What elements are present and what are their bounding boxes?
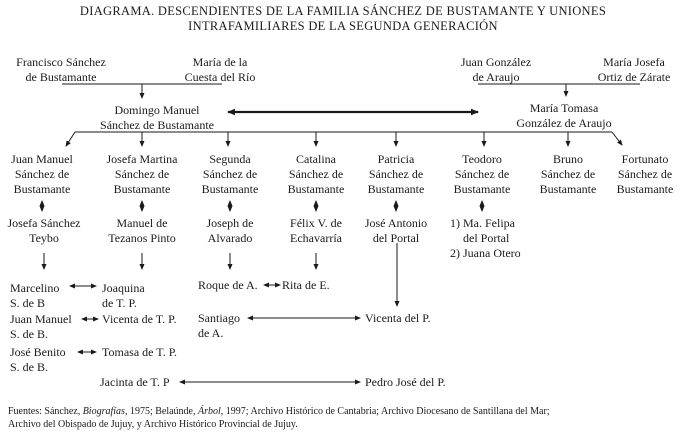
grandchild-pedro-jose: Pedro José del P.: [365, 375, 446, 389]
grandchild-roque: Roque de A.: [198, 278, 258, 292]
grandchild-vicenta-p: Vicenta del P.: [365, 311, 431, 325]
grandchild-tomasa-tp: Tomasa de T. P.: [102, 345, 178, 359]
person-maria-cuesta: María de la Cuesta del Río: [184, 55, 256, 84]
branch-fortunato: [611, 131, 623, 146]
person-maria-tomasa: María Tomasa González de Araujo: [516, 101, 612, 130]
grandchild-jacinta-tp: Jacinta de T. P: [100, 375, 170, 389]
diagram-title-line1: DIAGRAMA. DESCENDIENTES DE LA FAMILIA SÁ…: [79, 4, 607, 18]
person-francisco: Francisco Sánchez de Bustamante: [16, 55, 106, 84]
branch-juan-manuel: [65, 131, 76, 147]
sources-line1: Fuentes: Sánchez, Biografías, 1975; Bela…: [8, 406, 550, 417]
person-domingo: Domingo Manuel Sánchez de Bustamante: [100, 103, 214, 132]
person-maria-josefa: María Josefa Ortiz de Zárate: [597, 55, 671, 84]
grandchild-rita: Rita de E.: [282, 278, 330, 292]
sources-line2: Archivo del Obispado de Jujuy, y Archivo…: [8, 419, 298, 430]
diagram-title-line2: INTRAFAMILIARES DE LA SEGUNDA GENERACIÓN: [188, 19, 498, 33]
person-juan-gonzalez: Juan González de Araujo: [460, 55, 532, 84]
grandchild-vicenta-tp: Vicenta de T. P.: [102, 312, 177, 326]
